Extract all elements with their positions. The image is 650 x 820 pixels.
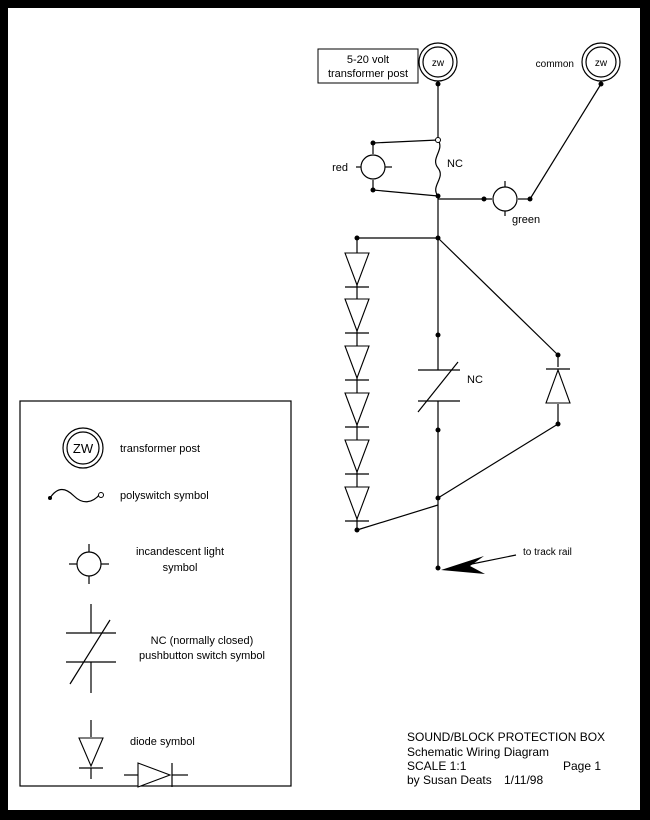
red-label: red bbox=[332, 162, 348, 174]
track-rail-arrow bbox=[441, 554, 517, 574]
legend-switch-2: pushbutton switch symbol bbox=[139, 650, 265, 662]
polyswitch-nc-label: NC bbox=[447, 158, 463, 170]
main-wiring: NC red green NC bbox=[332, 81, 602, 568]
legend-zw-icon: ZW bbox=[62, 427, 104, 469]
zw-common-post: zw bbox=[581, 42, 621, 82]
switch-nc-label: NC bbox=[467, 374, 483, 386]
zw-common-label: zw bbox=[595, 58, 608, 69]
red-light bbox=[360, 154, 386, 180]
title-block-page: Page 1 bbox=[563, 759, 601, 773]
zw-main-label: zw bbox=[432, 58, 445, 69]
legend-diode-vertical-icon bbox=[78, 720, 104, 779]
transformer-label-box bbox=[317, 48, 419, 84]
common-label: common bbox=[536, 59, 574, 70]
transformer-label-line2: transformer post bbox=[328, 68, 408, 80]
legend-switch-1: NC (normally closed) bbox=[151, 635, 254, 647]
junction-dots bbox=[354, 81, 604, 571]
legend-switch-icon bbox=[66, 604, 116, 693]
diode-right bbox=[545, 368, 571, 404]
legend-zw-text: ZW bbox=[73, 441, 94, 456]
legend-box bbox=[19, 400, 292, 787]
legend-transformer-post: transformer post bbox=[120, 443, 200, 455]
legend-diode: diode symbol bbox=[130, 736, 195, 748]
title-block-title: SOUND/BLOCK PROTECTION BOX bbox=[407, 730, 605, 744]
legend-polyswitch-icon bbox=[48, 488, 104, 503]
title-block-subtitle: Schematic Wiring Diagram bbox=[407, 745, 549, 759]
zw-main-post: zw bbox=[418, 42, 458, 82]
transformer-label-line1: 5-20 volt bbox=[347, 54, 389, 66]
to-track-rail-label: to track rail bbox=[523, 547, 572, 558]
diode-chain-left bbox=[344, 252, 370, 530]
legend-light-2: symbol bbox=[163, 562, 198, 574]
legend-diode-horizontal-icon bbox=[124, 762, 188, 788]
legend-light-1: incandescent light bbox=[136, 546, 224, 558]
title-block-date: 1/11/98 bbox=[504, 773, 543, 787]
green-label: green bbox=[512, 214, 540, 226]
legend-light-icon bbox=[69, 544, 109, 584]
green-light bbox=[492, 186, 518, 212]
legend-polyswitch: polyswitch symbol bbox=[120, 490, 209, 502]
title-block-author: by Susan Deats bbox=[407, 773, 492, 787]
title-block-scale: SCALE 1:1 bbox=[407, 759, 467, 773]
polyswitch-main bbox=[435, 139, 441, 197]
